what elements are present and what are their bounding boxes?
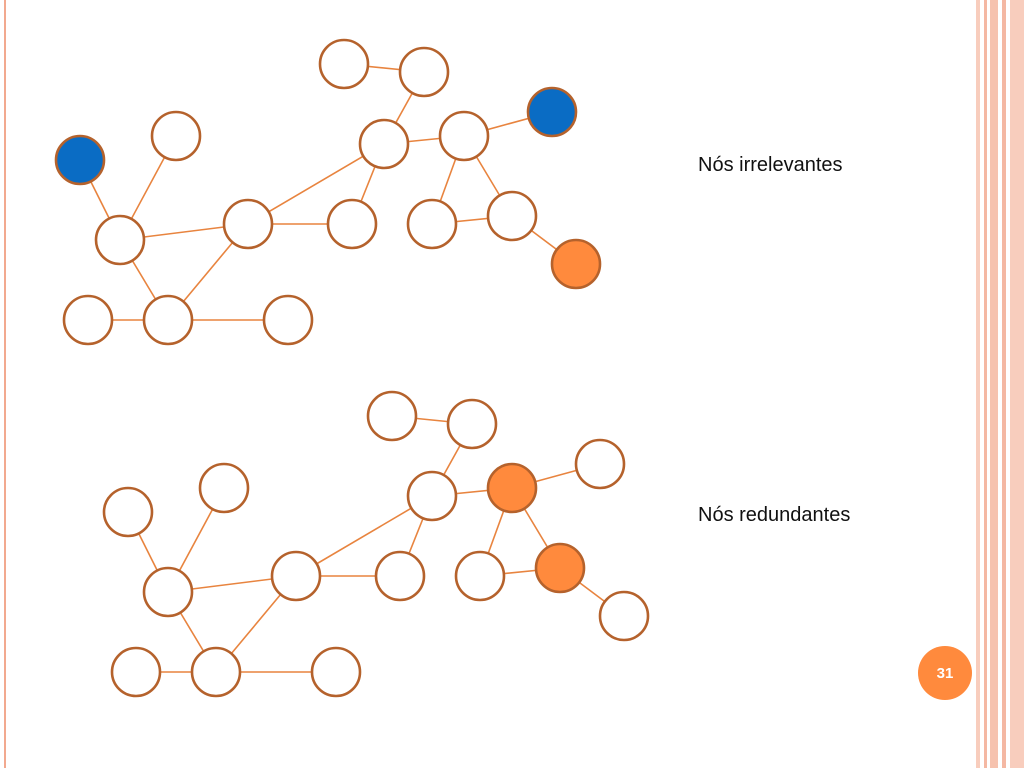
redundant-edge-9 xyxy=(295,495,433,577)
graph-irrelevant-nodes xyxy=(54,38,602,346)
redundant-node-a xyxy=(198,462,250,514)
irrelevant-node-l xyxy=(438,110,490,162)
redundant-node-c2 xyxy=(270,550,322,602)
irrelevant-node-o xyxy=(398,46,450,98)
right-decor-band-2 xyxy=(984,0,987,768)
irrelevant-node-k xyxy=(406,198,458,250)
redundant-node-h xyxy=(310,646,362,698)
redundant-node-d xyxy=(374,550,426,602)
redundant-node-c-highlighted xyxy=(486,462,538,514)
irrelevant-node-a xyxy=(150,110,202,162)
redundant-node-m xyxy=(598,590,650,642)
redundant-node-b xyxy=(142,566,194,618)
redundant-node-i xyxy=(190,646,242,698)
page-number: 31 xyxy=(936,664,954,682)
redundant-node-k xyxy=(454,550,506,602)
redundant-node-g xyxy=(110,646,162,698)
left-border-line xyxy=(4,0,6,768)
irrelevant-node-m xyxy=(486,190,538,242)
right-decor-band-4 xyxy=(1002,0,1006,768)
irrelevant-node-f-highlighted xyxy=(54,134,106,186)
irrelevant-node-p xyxy=(318,38,370,90)
irrelevant-node-g xyxy=(62,294,114,346)
redundant-node-n xyxy=(574,438,626,490)
page-number-badge: 31 xyxy=(918,646,972,700)
irrelevant-node-i xyxy=(142,294,194,346)
label-irrelevant-nodes: Nós irrelevantes xyxy=(698,154,843,176)
irrelevant-node-b xyxy=(94,214,146,266)
graph-redundant-nodes xyxy=(102,390,650,698)
redundant-node-f xyxy=(102,486,154,538)
network-diagrams xyxy=(54,38,650,698)
irrelevant-edge-9 xyxy=(247,143,385,225)
right-decor-band-5 xyxy=(1010,0,1024,768)
label-redundant-nodes: Nós redundantes xyxy=(698,504,851,526)
irrelevant-node-e xyxy=(358,118,410,170)
redundant-node-e-highlighted xyxy=(534,542,586,594)
irrelevant-node-h xyxy=(262,294,314,346)
redundant-node-p xyxy=(366,390,418,442)
redundant-node-o xyxy=(446,398,498,450)
irrelevant-node-q-highlighted xyxy=(526,86,578,138)
right-decor-band-1 xyxy=(976,0,980,768)
right-decor-band-3 xyxy=(990,0,998,768)
redundant-node-e2 xyxy=(406,470,458,522)
irrelevant-node-n-highlighted xyxy=(550,238,602,290)
irrelevant-node-d xyxy=(326,198,378,250)
irrelevant-node-c xyxy=(222,198,274,250)
